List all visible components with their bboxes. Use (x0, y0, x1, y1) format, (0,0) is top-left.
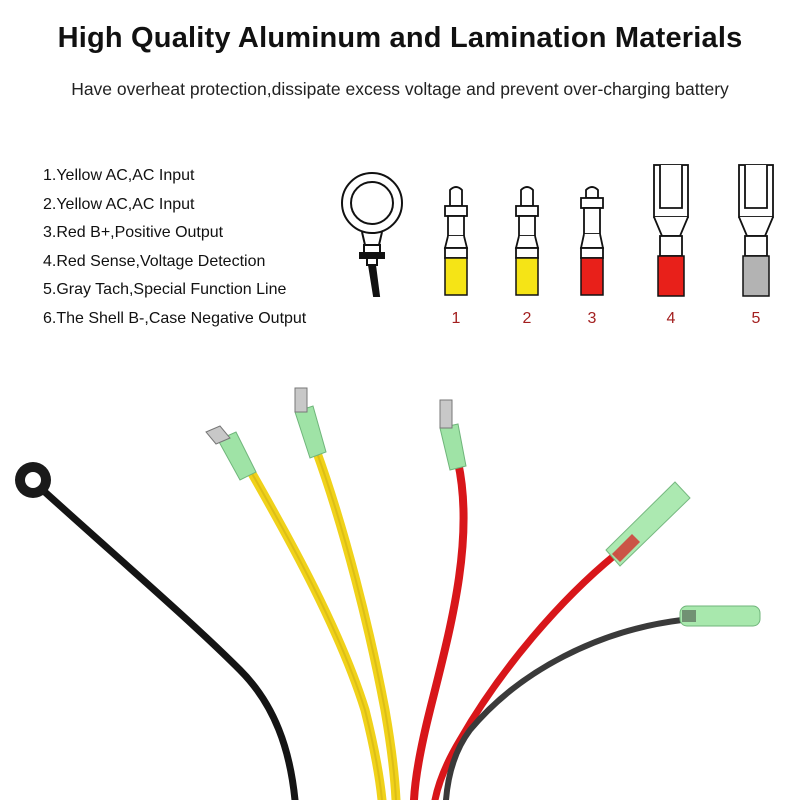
yellow-wire-1 (205, 425, 387, 800)
ring-terminal-icon (341, 172, 403, 297)
wire-legend: 1.Yellow AC,AC Input 2.Yellow AC,AC Inpu… (43, 162, 306, 334)
legend-item: 5.Gray Tach,Special Function Line (43, 281, 287, 299)
connector-5-number: 5 (752, 310, 761, 327)
connector-4-number: 4 (667, 310, 676, 327)
legend-item: 6.The Shell B-,Case Negative Output (43, 309, 307, 327)
connector-5-sleeve (742, 255, 770, 297)
connector-2-number: 2 (523, 310, 532, 327)
connector-5-icon: 5 (738, 164, 774, 327)
legend-item: 4.Red Sense,Voltage Detection (43, 252, 266, 270)
page-title: High Quality Aluminum and Lamination Mat… (57, 22, 743, 54)
connector-3-sleeve (580, 257, 604, 296)
connector-3-number: 3 (588, 310, 597, 327)
yellow-wire-2 (294, 387, 401, 800)
gray-tach-wire (443, 605, 761, 800)
red-wire-sense (431, 481, 691, 800)
connector-1-sleeve (444, 257, 468, 296)
page-subtitle: Have overheat protection,dissipate exces… (71, 79, 729, 99)
legend-item: 3.Red B+,Positive Output (43, 224, 224, 242)
legend-item: 2.Yellow AC,AC Input (43, 195, 195, 213)
red-wire-b-plus (410, 399, 468, 800)
black-ground-wire (15, 462, 299, 800)
connector-3-icon: 3 (579, 186, 605, 327)
connector-2-icon: 2 (514, 186, 540, 327)
connector-diagram: 1 2 3 4 (341, 164, 774, 327)
connector-4-icon: 4 (653, 164, 689, 327)
connector-1-number: 1 (452, 310, 461, 327)
wire-harness-photo (15, 387, 761, 800)
connector-4-sleeve (657, 255, 685, 297)
connector-2-sleeve (515, 257, 539, 296)
legend-item: 1.Yellow AC,AC Input (43, 167, 195, 184)
connector-1-icon: 1 (443, 186, 469, 327)
